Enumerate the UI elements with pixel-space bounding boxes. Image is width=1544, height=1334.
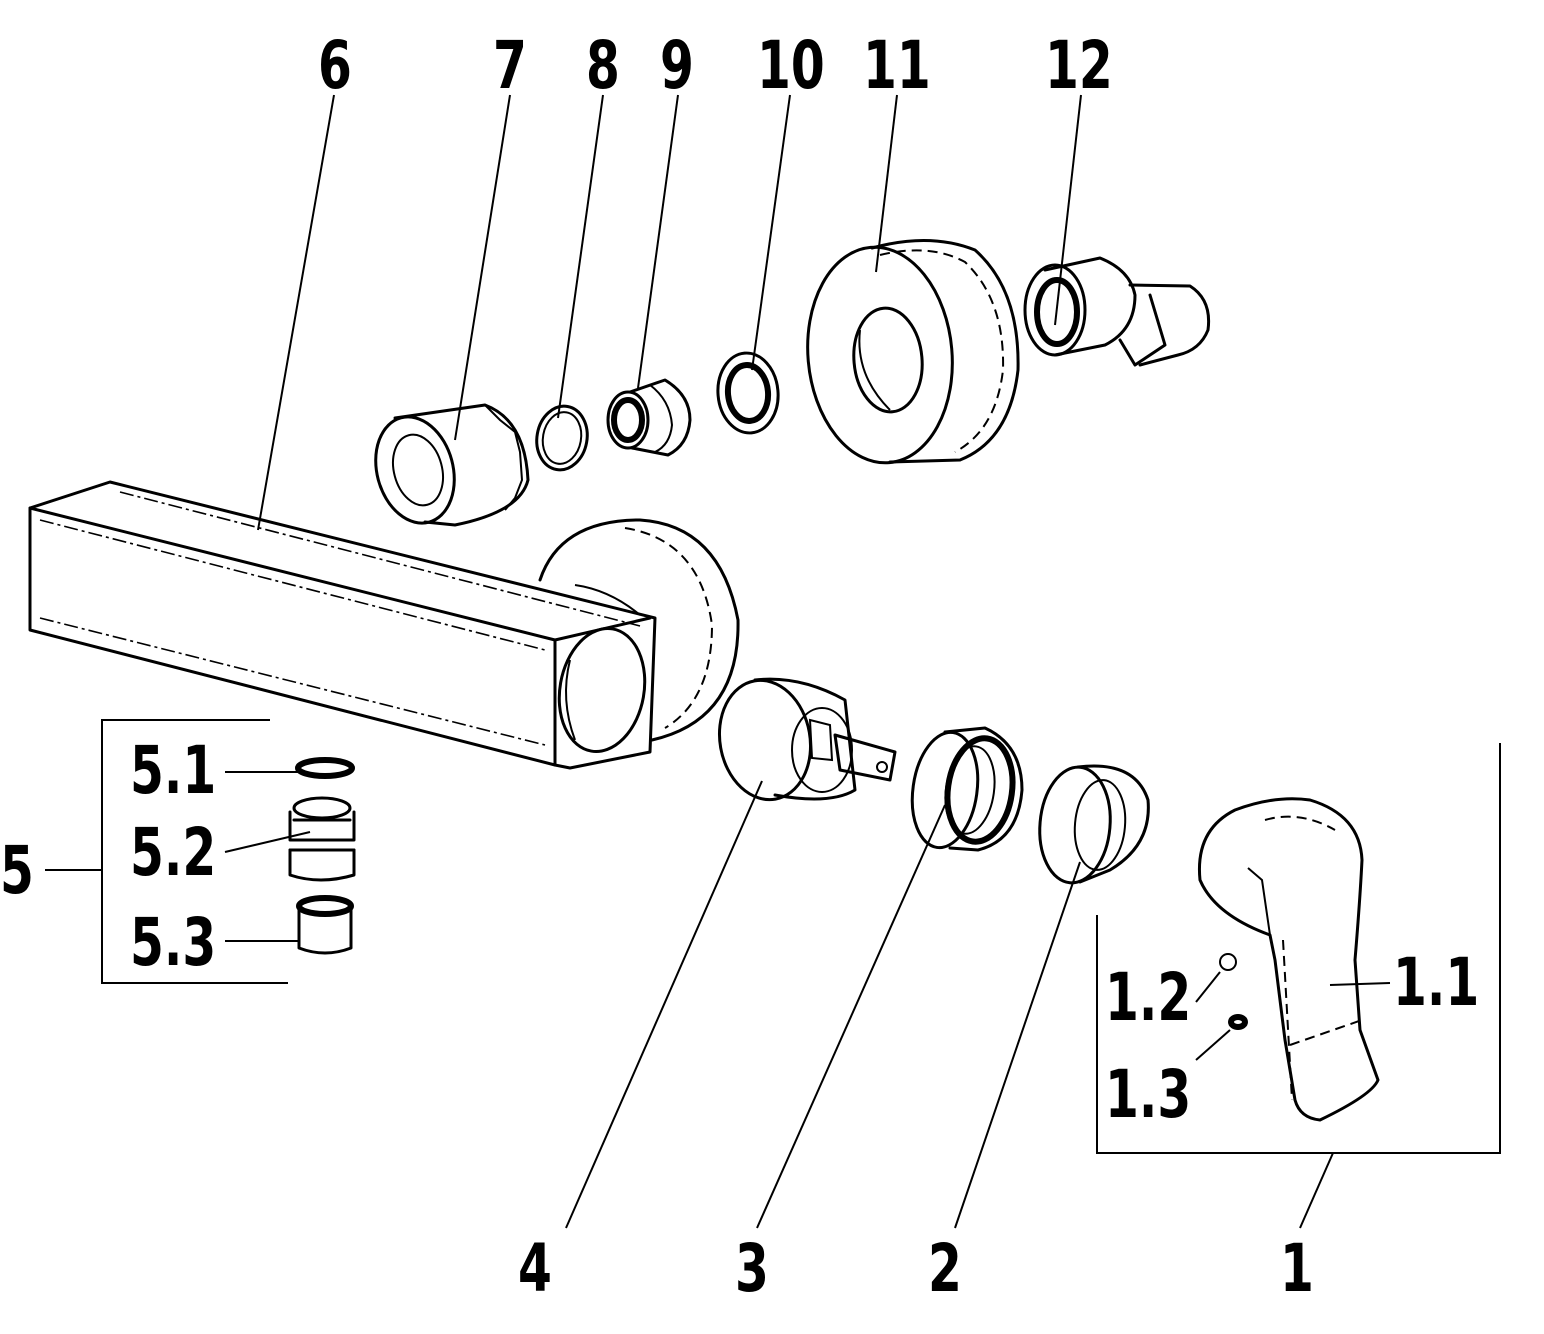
part-5-aerator-set: [288, 757, 356, 955]
callout-3: 3: [735, 1230, 769, 1307]
callout-1-2: 1.2: [1105, 959, 1192, 1036]
callout-1: 1: [1280, 1230, 1314, 1307]
part-10-washer: [716, 351, 780, 435]
callout-7: 7: [493, 27, 527, 104]
callout-1-3: 1.3: [1105, 1056, 1192, 1133]
part-4-cartridge: [717, 677, 897, 802]
part-11-wall-rosette: [806, 238, 1020, 465]
spout-rosette: [538, 518, 740, 742]
part-3-ring-nut: [910, 726, 1024, 852]
callout-4: 4: [518, 1230, 552, 1307]
part-2-sleeve: [1038, 764, 1150, 885]
callout-9: 9: [660, 27, 694, 104]
part-8-o-ring: [535, 404, 589, 472]
callout-10: 10: [757, 27, 825, 104]
callout-12: 12: [1045, 27, 1113, 104]
part-12-connector: [1023, 256, 1211, 367]
callout-8: 8: [586, 27, 620, 104]
part-1-handle: [1197, 797, 1380, 1122]
callout-5-2: 5.2: [130, 814, 217, 891]
leader-lines: [45, 94, 1391, 1229]
callout-6: 6: [318, 27, 352, 104]
callout-2: 2: [928, 1230, 962, 1307]
callout-5-3: 5.3: [130, 904, 217, 981]
part-6-spout: [28, 480, 657, 770]
callout-5: 5: [0, 832, 34, 909]
callout-11: 11: [863, 27, 931, 104]
part-7-nut: [374, 403, 530, 527]
bracket-group-1: [1096, 743, 1501, 1154]
bracket-group-5: [101, 719, 288, 984]
callout-5-1: 5.1: [130, 732, 217, 809]
callout-1-1: 1.1: [1393, 944, 1480, 1021]
part-9-check-valve: [606, 378, 692, 457]
